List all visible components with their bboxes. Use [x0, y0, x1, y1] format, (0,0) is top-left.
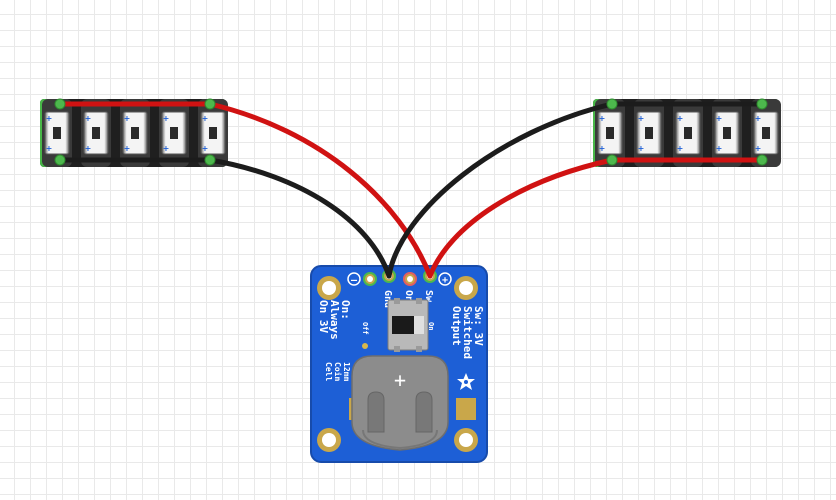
svg-text:Cell: Cell	[324, 362, 333, 381]
plus-symbol: +	[442, 275, 448, 286]
pixel-minus-label: +	[755, 144, 762, 153]
svg-text:On 3V: On 3V	[317, 300, 330, 333]
minus-symbol-circle	[347, 272, 361, 286]
pixel-minus-label: +	[202, 144, 209, 153]
pixel-minus-label: +	[716, 144, 723, 153]
svg-text:On:: On:	[339, 300, 352, 320]
led-pixel: ++	[198, 99, 228, 167]
led-pixel: ++	[751, 99, 781, 167]
pixel-minus-label: +	[85, 144, 92, 153]
led-pixel: ++	[712, 99, 742, 167]
adafruit-flower-icon	[457, 373, 475, 390]
svg-text:Coin: Coin	[333, 362, 343, 381]
led-pixel: ++	[595, 99, 625, 167]
pixel-plus-label: +	[599, 114, 606, 123]
pixel-minus-label: +	[677, 144, 684, 153]
pixel-minus-label: +	[638, 144, 645, 153]
pixel-plus-label: +	[124, 114, 131, 123]
pin-label-on: On	[403, 290, 414, 302]
svg-text:Sw: 3V: Sw: 3V	[472, 306, 485, 346]
pixel-minus-label: +	[599, 144, 606, 153]
switched-output-text: Sw: 3V Switched Output	[450, 306, 485, 359]
pixel-plus-label: +	[716, 114, 723, 123]
led-pixel: ++	[81, 99, 111, 167]
pixel-plus-label: +	[755, 114, 762, 123]
pixel-plus-label: +	[163, 114, 170, 123]
svg-text:Switched: Switched	[461, 306, 474, 359]
svg-text:Always: Always	[328, 300, 341, 340]
wire-right-strip-positive[interactable]	[427, 157, 765, 279]
left-neopixel-strip[interactable]: ++++++++++	[40, 99, 228, 167]
minus-symbol: –	[351, 275, 358, 286]
holder-plus-sign: +	[394, 368, 406, 392]
pixel-plus-label: +	[46, 114, 53, 123]
led-pixel: ++	[634, 99, 664, 167]
wire-right-strip-ground[interactable]	[386, 101, 765, 279]
pixel-plus-label: +	[638, 114, 645, 123]
led-pixel: ++	[673, 99, 703, 167]
pixel-plus-label: +	[202, 114, 209, 123]
switch-off-label: Off	[361, 322, 369, 335]
wire-left-strip-positive[interactable]	[57, 101, 433, 279]
coin-cell-holder	[349, 355, 476, 451]
pixel-minus-label: +	[46, 144, 53, 153]
svg-text:Output: Output	[450, 306, 463, 346]
switch-on-label: On	[427, 322, 435, 330]
svg-text:12mm: 12mm	[342, 362, 351, 381]
status-led	[362, 343, 368, 349]
wire-left-strip-ground[interactable]	[57, 157, 392, 279]
pixel-minus-label: +	[163, 144, 170, 153]
pixel-minus-label: +	[124, 144, 131, 153]
wire-end-connectors	[54, 98, 768, 166]
right-neopixel-strip[interactable]: ++++++++++	[593, 99, 781, 167]
coin-cell-text: 12mm Coin Cell	[324, 362, 351, 381]
pin-label-gnd: Gnd	[382, 290, 393, 308]
pixel-plus-label: +	[677, 114, 684, 123]
led-pixel: ++	[159, 99, 189, 167]
pin-label-sw: Sw	[423, 290, 434, 303]
slide-switch[interactable]	[387, 298, 429, 352]
switch-knob[interactable]	[392, 316, 414, 334]
led-pixel: ++	[120, 99, 150, 167]
pixel-plus-label: +	[85, 114, 92, 123]
always-on-text: On: Always On 3V	[317, 300, 352, 340]
plus-symbol-circle	[438, 272, 452, 286]
coin-cell-power-board[interactable]: – + Gnd On Sw Off On On: A	[310, 265, 488, 463]
led-pixel: ++	[42, 99, 72, 167]
